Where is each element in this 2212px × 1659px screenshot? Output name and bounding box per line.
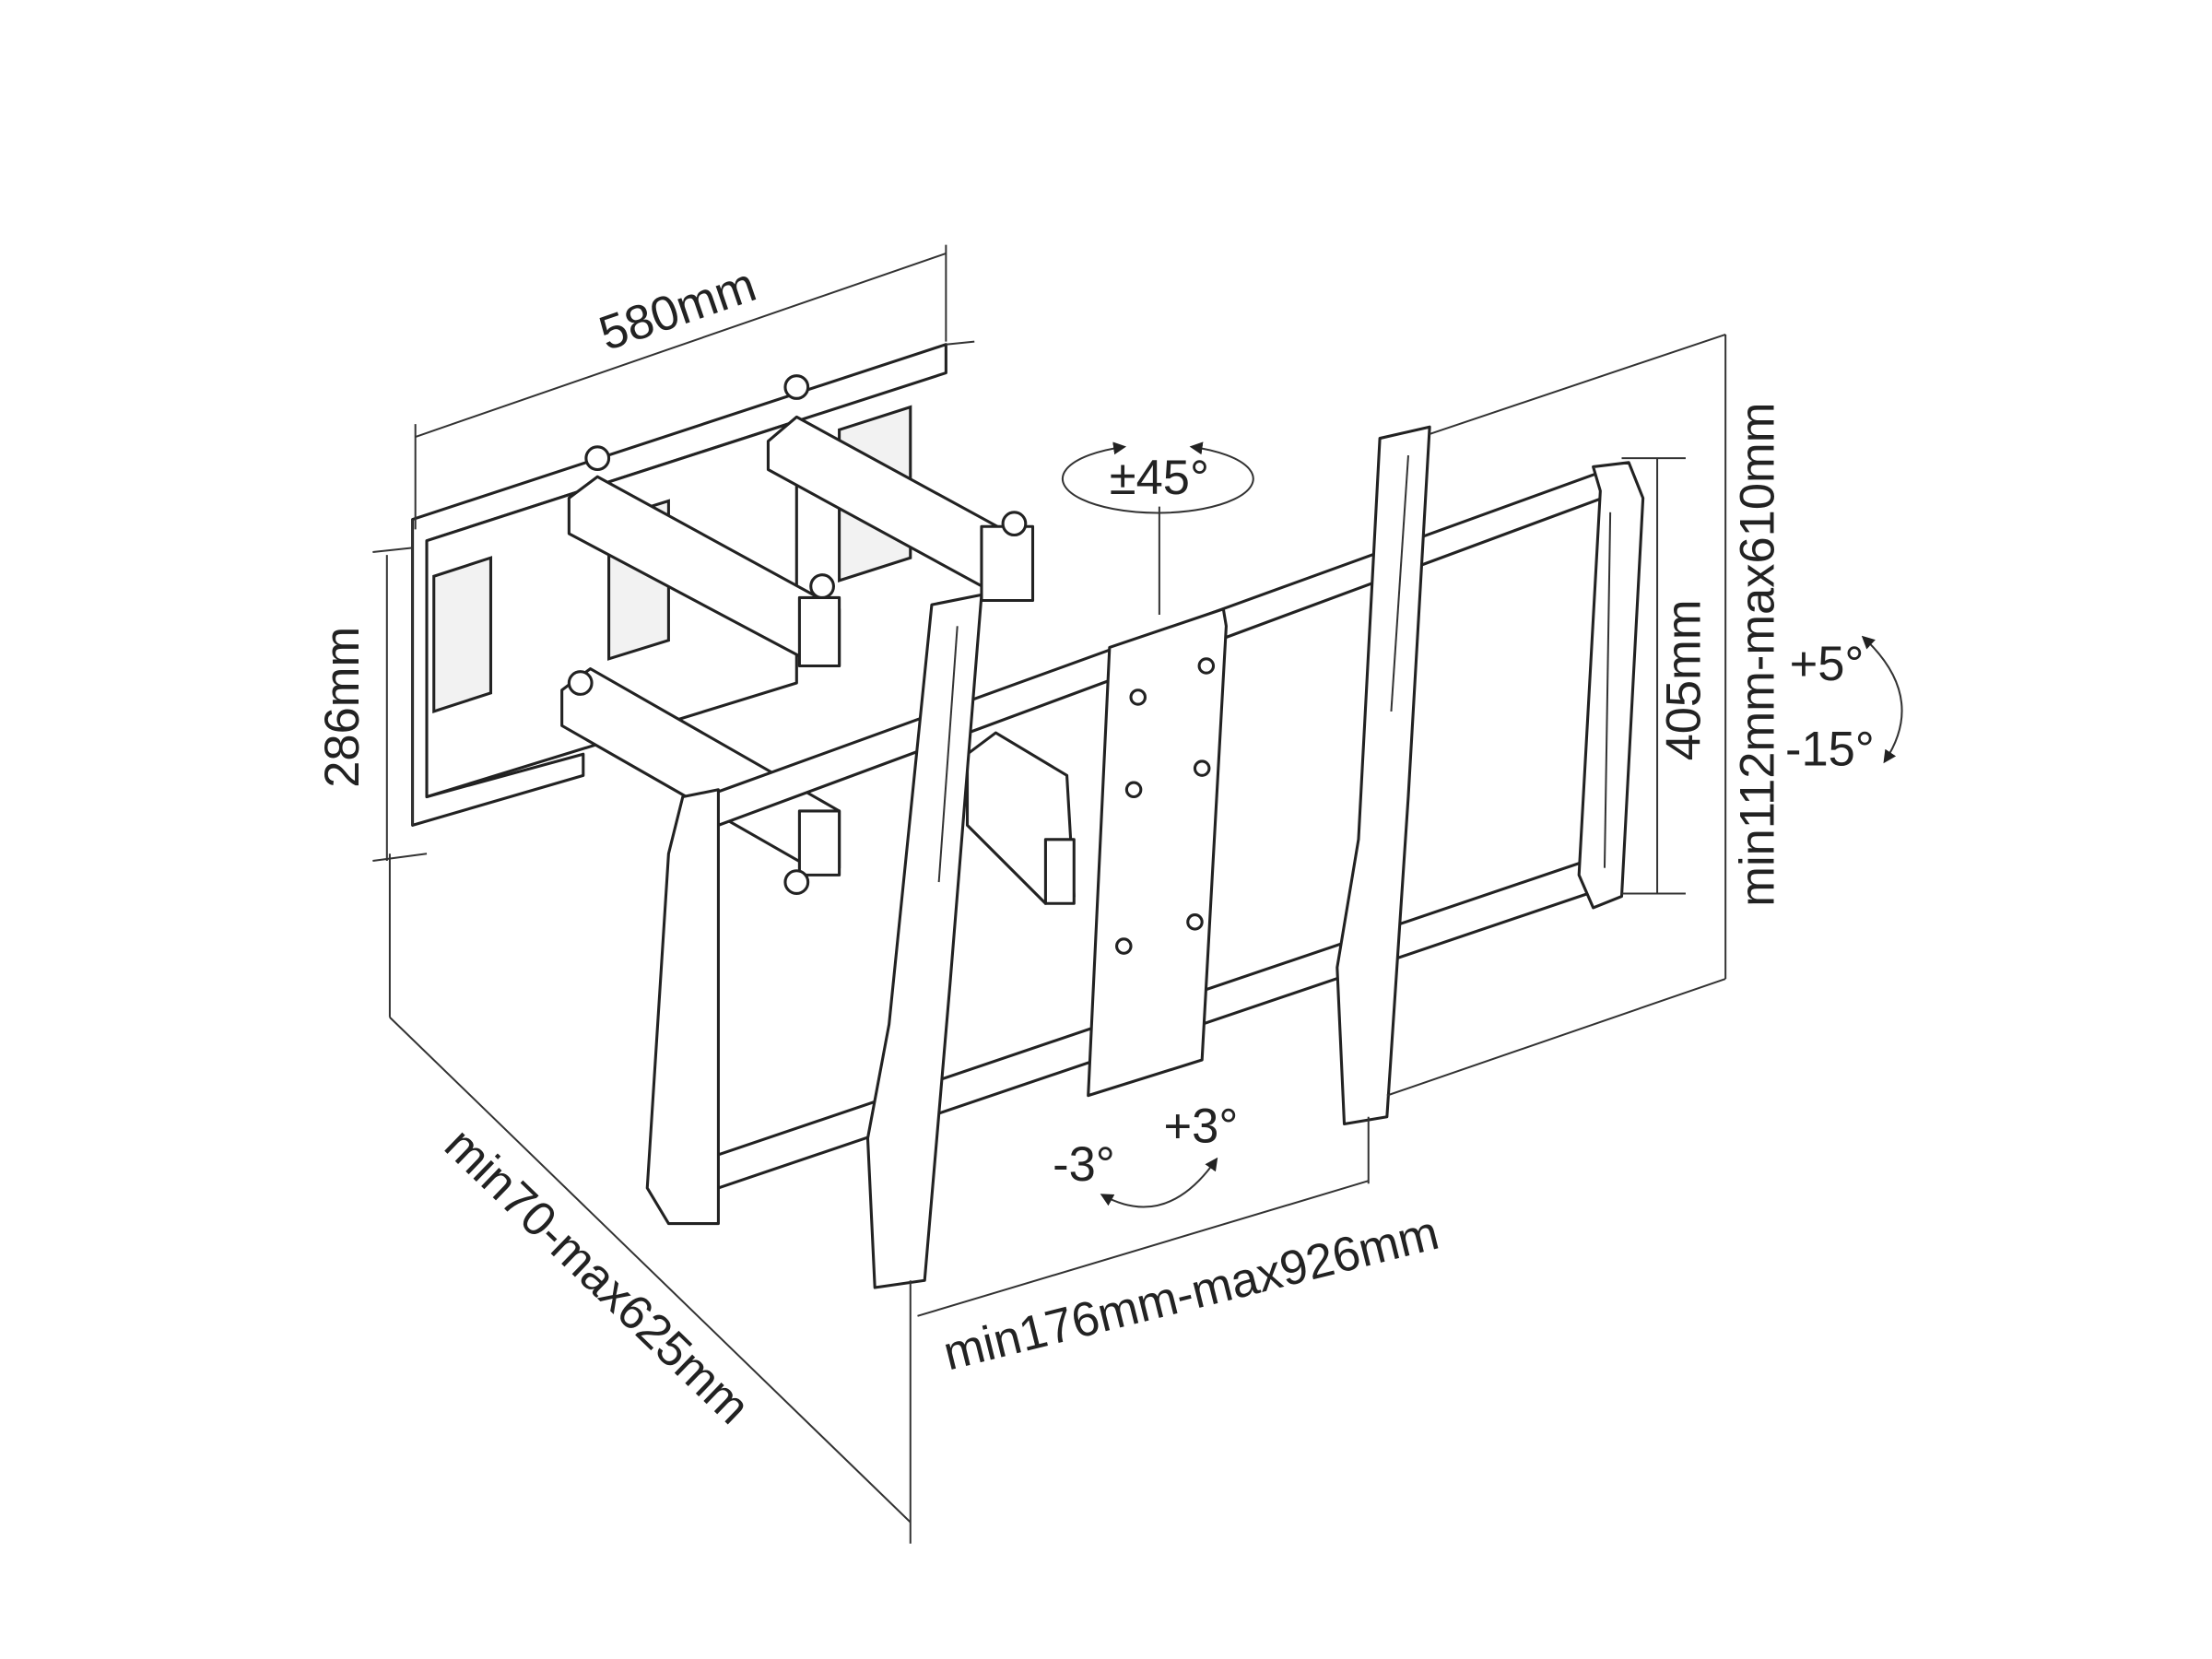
- label-vertical-spacing: min112mm-max610mm: [1732, 403, 1785, 907]
- label-level-right: +3°: [1164, 1100, 1239, 1154]
- label-horizontal-spacing: min176mm-max926mm: [938, 1206, 1444, 1382]
- center-plate-holes: [1115, 657, 1216, 955]
- label-tilt-down: -15°: [1785, 724, 1875, 777]
- vertical-brackets: [865, 425, 1431, 1289]
- swing-arms: [560, 374, 1076, 905]
- label-tilt-up: +5°: [1790, 638, 1865, 691]
- label-rail-height: 405mm: [1657, 599, 1711, 760]
- swivel-indicator: [1061, 441, 1254, 514]
- wall-plate: [411, 340, 975, 827]
- label-swivel: ±45°: [1110, 452, 1209, 505]
- center-plate: [1087, 607, 1228, 1098]
- tilt-arrow-icon: [1861, 635, 1903, 764]
- label-wall-plate-height: 286mm: [316, 627, 370, 788]
- dimension-lines: [372, 244, 1727, 1544]
- label-level-left: -3°: [1053, 1138, 1115, 1192]
- level-arrow-icon: [1100, 1157, 1218, 1208]
